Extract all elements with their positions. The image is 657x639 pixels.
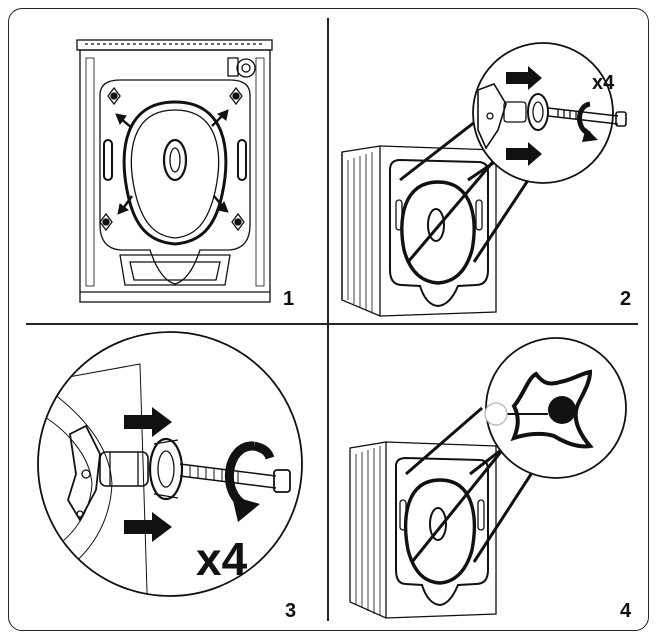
bolt-bottom-right [231, 212, 245, 232]
panel-step-4: 4 [328, 324, 657, 639]
multiplier-label: x4 [592, 72, 615, 94]
vertical-divider [327, 18, 329, 621]
step-number: 2 [620, 288, 632, 310]
zoom-circle [37, 331, 303, 597]
bolt-top-left [107, 86, 121, 106]
bracket-with-plug [484, 369, 594, 449]
bolt-top-right [229, 86, 243, 106]
step-number: 1 [283, 288, 295, 310]
bolt-detail-view [37, 331, 303, 597]
arrow-right-icon [124, 407, 172, 542]
arrow-right-icon [506, 66, 542, 166]
machine-angled-view [349, 337, 627, 619]
step-number: 4 [620, 600, 632, 622]
machine-angled-view [341, 42, 627, 317]
horizontal-divider [26, 323, 638, 325]
arrow-right-icon [115, 109, 229, 215]
panel-step-3: x4 3 [0, 324, 328, 639]
multiplier-label: x4 [196, 533, 248, 585]
rotate-ccw-icon [577, 101, 598, 142]
panel-step-1: 1 [0, 0, 328, 324]
rotate-ccw-icon [224, 441, 275, 522]
bolt-bottom-left [99, 212, 113, 232]
step-number: 3 [285, 600, 297, 622]
panel-step-2: x4 2 [328, 0, 657, 324]
machine-rear-view [76, 39, 273, 303]
